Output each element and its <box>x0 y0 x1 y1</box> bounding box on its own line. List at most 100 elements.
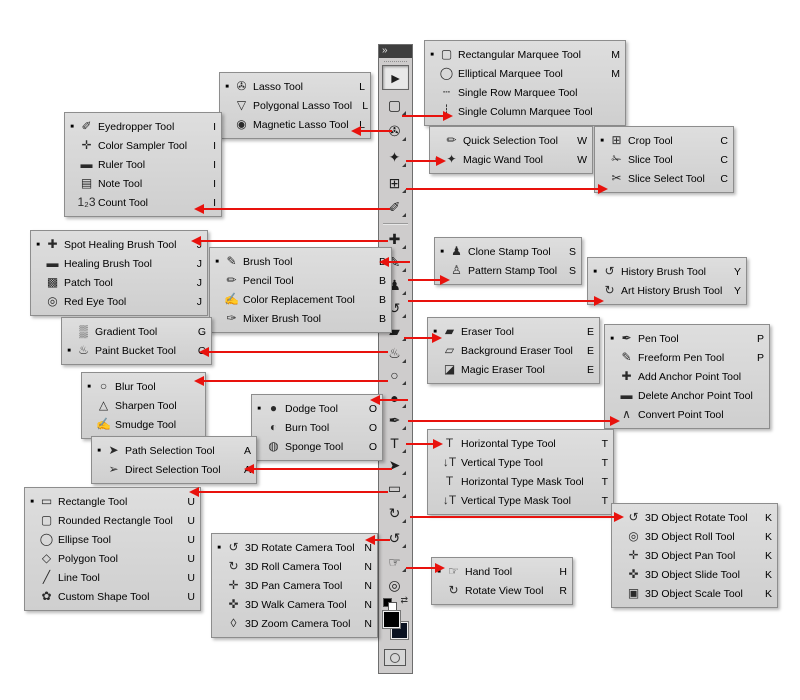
foreground-color-swatch[interactable] <box>382 610 401 629</box>
menu-item-smudge-tool[interactable]: ✍Smudge Tool <box>84 415 203 434</box>
menu-item-blur-tool[interactable]: ■○Blur Tool <box>84 377 203 396</box>
menu-item-single-row-marquee-tool[interactable]: ┄Single Row Marquee Tool <box>427 83 623 102</box>
rectangular-marquee-tool[interactable]: ▢ <box>382 93 407 116</box>
shortcut-key: I <box>213 196 216 209</box>
spot-healing-brush-tool[interactable]: ✚ <box>382 227 407 250</box>
pen-tool[interactable]: ✒ <box>382 408 407 431</box>
zoom-tool[interactable]: ◎ <box>382 573 407 596</box>
hand-tool[interactable]: ☞ <box>382 550 407 573</box>
shortcut-key: K <box>764 511 772 524</box>
shortcut-key: C <box>720 172 728 185</box>
lasso-tool[interactable]: ✇ <box>382 119 407 142</box>
menu-item-delete-anchor-point-tool[interactable]: ▬Delete Anchor Point Tool <box>607 386 767 405</box>
type-tool[interactable]: T <box>382 431 407 454</box>
menu-item-add-anchor-point-tool[interactable]: ✚Add Anchor Point Tool <box>607 367 767 386</box>
history-brush-arrow <box>408 296 604 306</box>
quick-mask-mode-button[interactable] <box>384 649 406 666</box>
eraser-tool[interactable]: ▰ <box>382 319 407 342</box>
eyedropper-tool[interactable]: ✐ <box>382 195 407 218</box>
rectangular-marquee-arrow <box>402 111 453 121</box>
menu-item-single-column-marquee-tool[interactable]: ┊Single Column Marquee Tool <box>427 102 623 121</box>
rectangle-tool[interactable]: ▭ <box>382 476 407 499</box>
move-tool[interactable]: ► <box>382 65 409 90</box>
swap-colors-icon[interactable]: ⇄ <box>400 595 408 605</box>
magic-wand-tool[interactable]: ✦ <box>382 145 407 168</box>
crop-tool[interactable]: ⊞ <box>382 171 407 194</box>
3d-rotate-camera-tool[interactable]: ↺ <box>382 526 407 549</box>
menu-item-convert-point-tool[interactable]: ∧Convert Point Tool <box>607 405 767 424</box>
menu-item-sharpen-tool[interactable]: △Sharpen Tool <box>84 396 203 415</box>
3d-object-rotate-tool[interactable]: ↻ <box>382 501 407 524</box>
collapse-panel-icon[interactable]: » <box>382 45 387 56</box>
path-selection-tool[interactable]: ➤ <box>382 453 407 476</box>
blur-tool[interactable]: ○ <box>382 363 407 386</box>
tool-label: 3D Object Slide Tool <box>645 568 740 581</box>
dodge-tool[interactable]: ● <box>382 386 407 409</box>
paint-bucket-tool[interactable]: ♨ <box>382 341 407 364</box>
history-brush-tool[interactable]: ↺ <box>382 296 407 319</box>
clone-stamp-icon: ♟ <box>451 244 462 258</box>
